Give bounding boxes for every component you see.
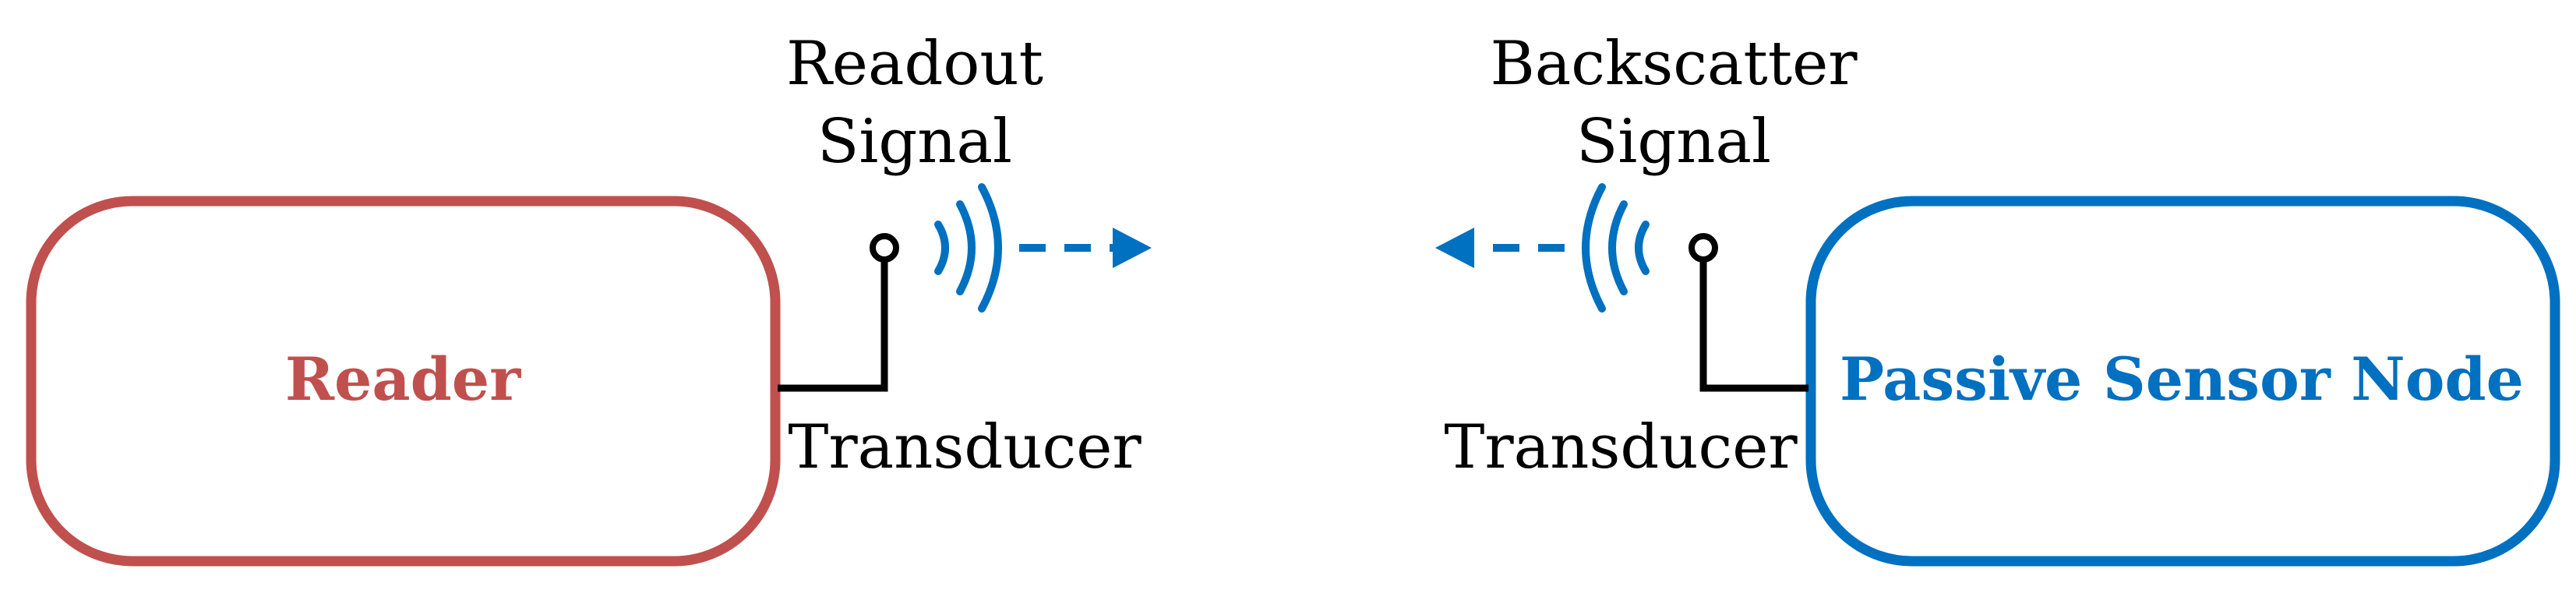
reader-antenna-icon <box>870 233 899 263</box>
readout-signal-line2: Signal <box>817 107 1012 177</box>
readout-arrowhead-icon <box>1113 228 1152 268</box>
backscatter-wave-icon <box>1582 183 1650 313</box>
sensor-node-box <box>1805 196 2560 567</box>
reader-label: Reader <box>285 344 521 414</box>
backscatter-signal-line1: Backscatter <box>1490 29 1858 99</box>
sensor-transducer-wire <box>1699 260 1808 392</box>
reader-transducer-label: Transducer <box>788 412 1142 482</box>
reader-box <box>26 196 781 567</box>
backscatter-arrowhead-icon <box>1435 228 1474 268</box>
sensor-transducer-label: Transducer <box>1444 412 1798 482</box>
sensor-node-label: Passive Sensor Node <box>1840 344 2524 414</box>
backscatter-signal-line2: Signal <box>1576 107 1771 177</box>
readout-wave-icon <box>934 183 1002 313</box>
sensor-antenna-icon <box>1689 233 1718 263</box>
reader-transducer-wire <box>778 260 888 392</box>
readout-signal-line1: Readout <box>786 29 1043 99</box>
